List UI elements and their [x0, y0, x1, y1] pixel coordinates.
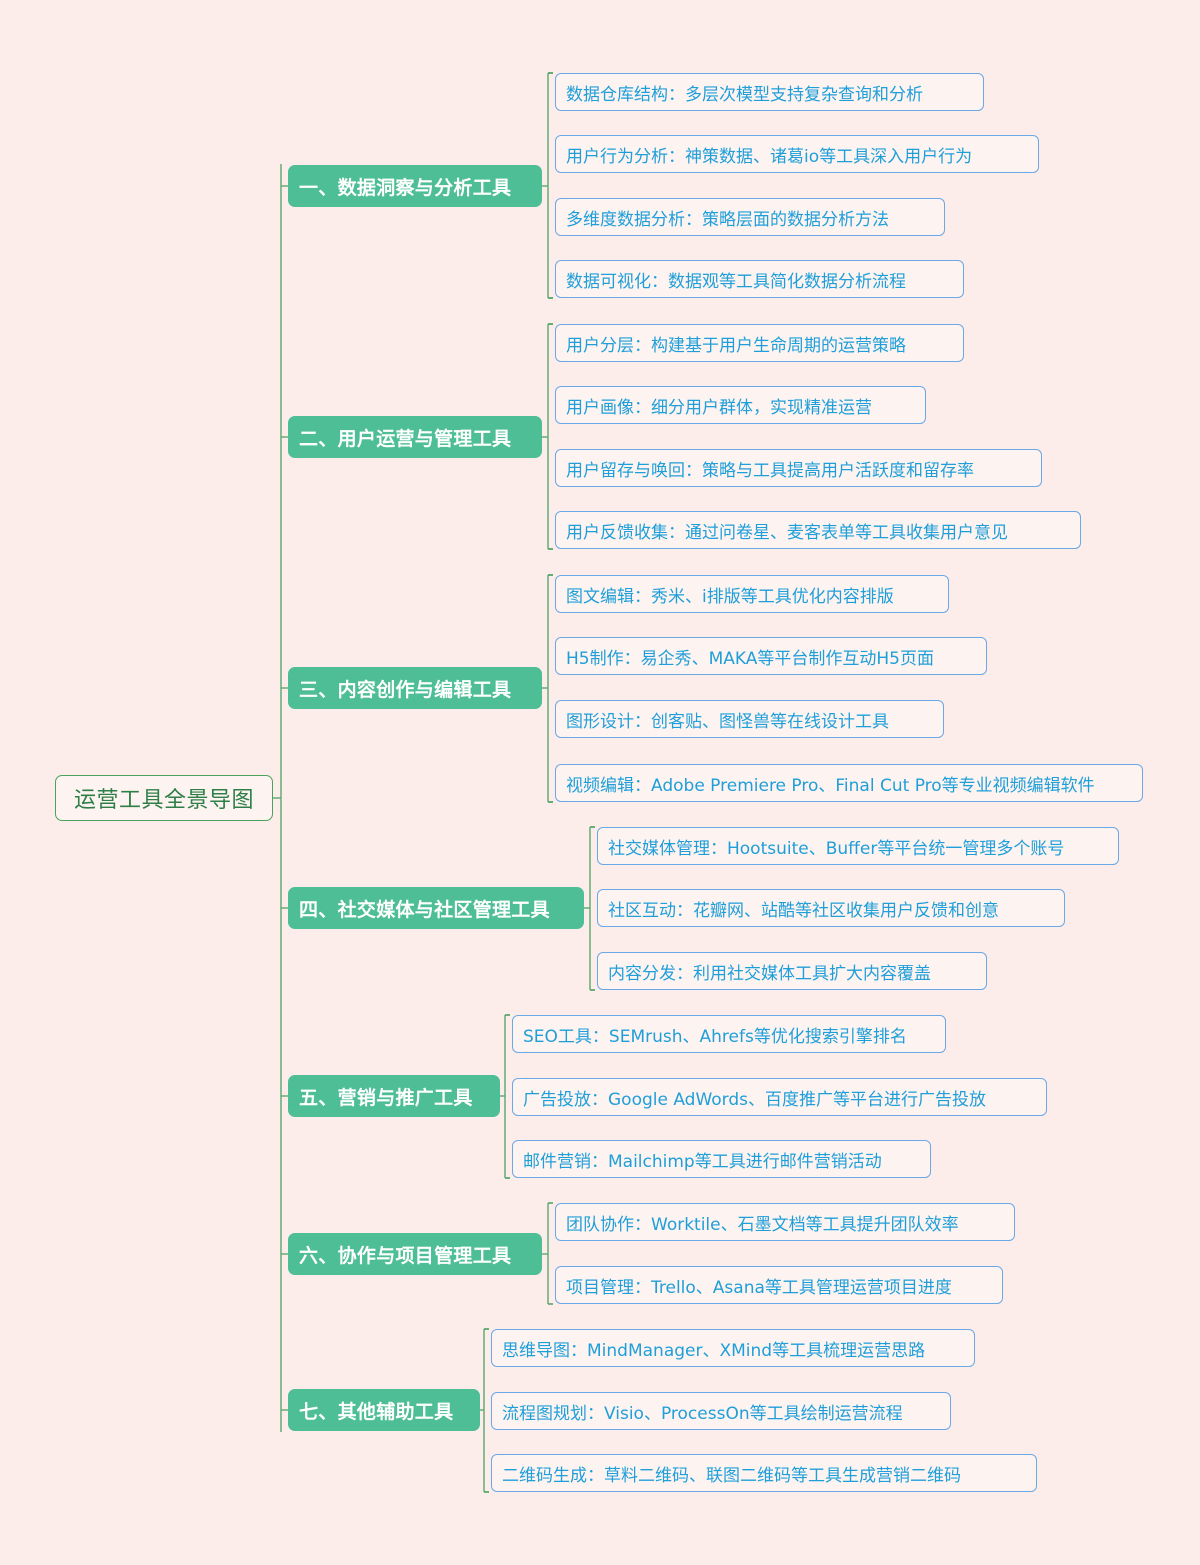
- leaf-node[interactable]: 用户留存与唤回：策略与工具提高用户活跃度和留存率: [555, 449, 1042, 487]
- branch-node-1[interactable]: 一、数据洞察与分析工具: [288, 165, 542, 207]
- leaf-node[interactable]: 社交媒体管理：Hootsuite、Buffer等平台统一管理多个账号: [597, 827, 1119, 865]
- branch-node-4[interactable]: 四、社交媒体与社区管理工具: [288, 887, 584, 929]
- leaf-node[interactable]: H5制作：易企秀、MAKA等平台制作互动H5页面: [555, 637, 987, 675]
- root-node[interactable]: 运营工具全景导图: [55, 775, 273, 821]
- leaf-node[interactable]: 项目管理：Trello、Asana等工具管理运营项目进度: [555, 1266, 1003, 1304]
- leaf-node[interactable]: 用户行为分析：神策数据、诸葛io等工具深入用户行为: [555, 135, 1039, 173]
- leaf-node[interactable]: 图形设计：创客贴、图怪兽等在线设计工具: [555, 700, 944, 738]
- leaf-node[interactable]: 广告投放：Google AdWords、百度推广等平台进行广告投放: [512, 1078, 1047, 1116]
- leaf-node[interactable]: SEO工具：SEMrush、Ahrefs等优化搜索引擎排名: [512, 1015, 946, 1053]
- branch-node-6[interactable]: 六、协作与项目管理工具: [288, 1233, 542, 1275]
- leaf-node[interactable]: 数据仓库结构：多层次模型支持复杂查询和分析: [555, 73, 984, 111]
- leaf-node[interactable]: 流程图规划：Visio、ProcessOn等工具绘制运营流程: [491, 1392, 951, 1430]
- branch-node-3[interactable]: 三、内容创作与编辑工具: [288, 667, 542, 709]
- leaf-node[interactable]: 邮件营销：Mailchimp等工具进行邮件营销活动: [512, 1140, 931, 1178]
- leaf-node[interactable]: 内容分发：利用社交媒体工具扩大内容覆盖: [597, 952, 987, 990]
- branch-node-7[interactable]: 七、其他辅助工具: [288, 1389, 480, 1431]
- leaf-node[interactable]: 社区互动：花瓣网、站酷等社区收集用户反馈和创意: [597, 889, 1065, 927]
- branch-node-5[interactable]: 五、营销与推广工具: [288, 1075, 500, 1117]
- leaf-node[interactable]: 用户画像：细分用户群体，实现精准运营: [555, 386, 926, 424]
- leaf-node[interactable]: 团队协作：Worktile、石墨文档等工具提升团队效率: [555, 1203, 1015, 1241]
- leaf-node[interactable]: 二维码生成：草料二维码、联图二维码等工具生成营销二维码: [491, 1454, 1037, 1492]
- leaf-node[interactable]: 思维导图：MindManager、XMind等工具梳理运营思路: [491, 1329, 975, 1367]
- leaf-node[interactable]: 视频编辑：Adobe Premiere Pro、Final Cut Pro等专业…: [555, 764, 1143, 802]
- leaf-node[interactable]: 用户分层：构建基于用户生命周期的运营策略: [555, 324, 964, 362]
- branch-node-2[interactable]: 二、用户运营与管理工具: [288, 416, 542, 458]
- leaf-node[interactable]: 图文编辑：秀米、i排版等工具优化内容排版: [555, 575, 949, 613]
- leaf-node[interactable]: 多维度数据分析：策略层面的数据分析方法: [555, 198, 945, 236]
- leaf-node[interactable]: 数据可视化：数据观等工具简化数据分析流程: [555, 260, 964, 298]
- leaf-node[interactable]: 用户反馈收集：通过问卷星、麦客表单等工具收集用户意见: [555, 511, 1081, 549]
